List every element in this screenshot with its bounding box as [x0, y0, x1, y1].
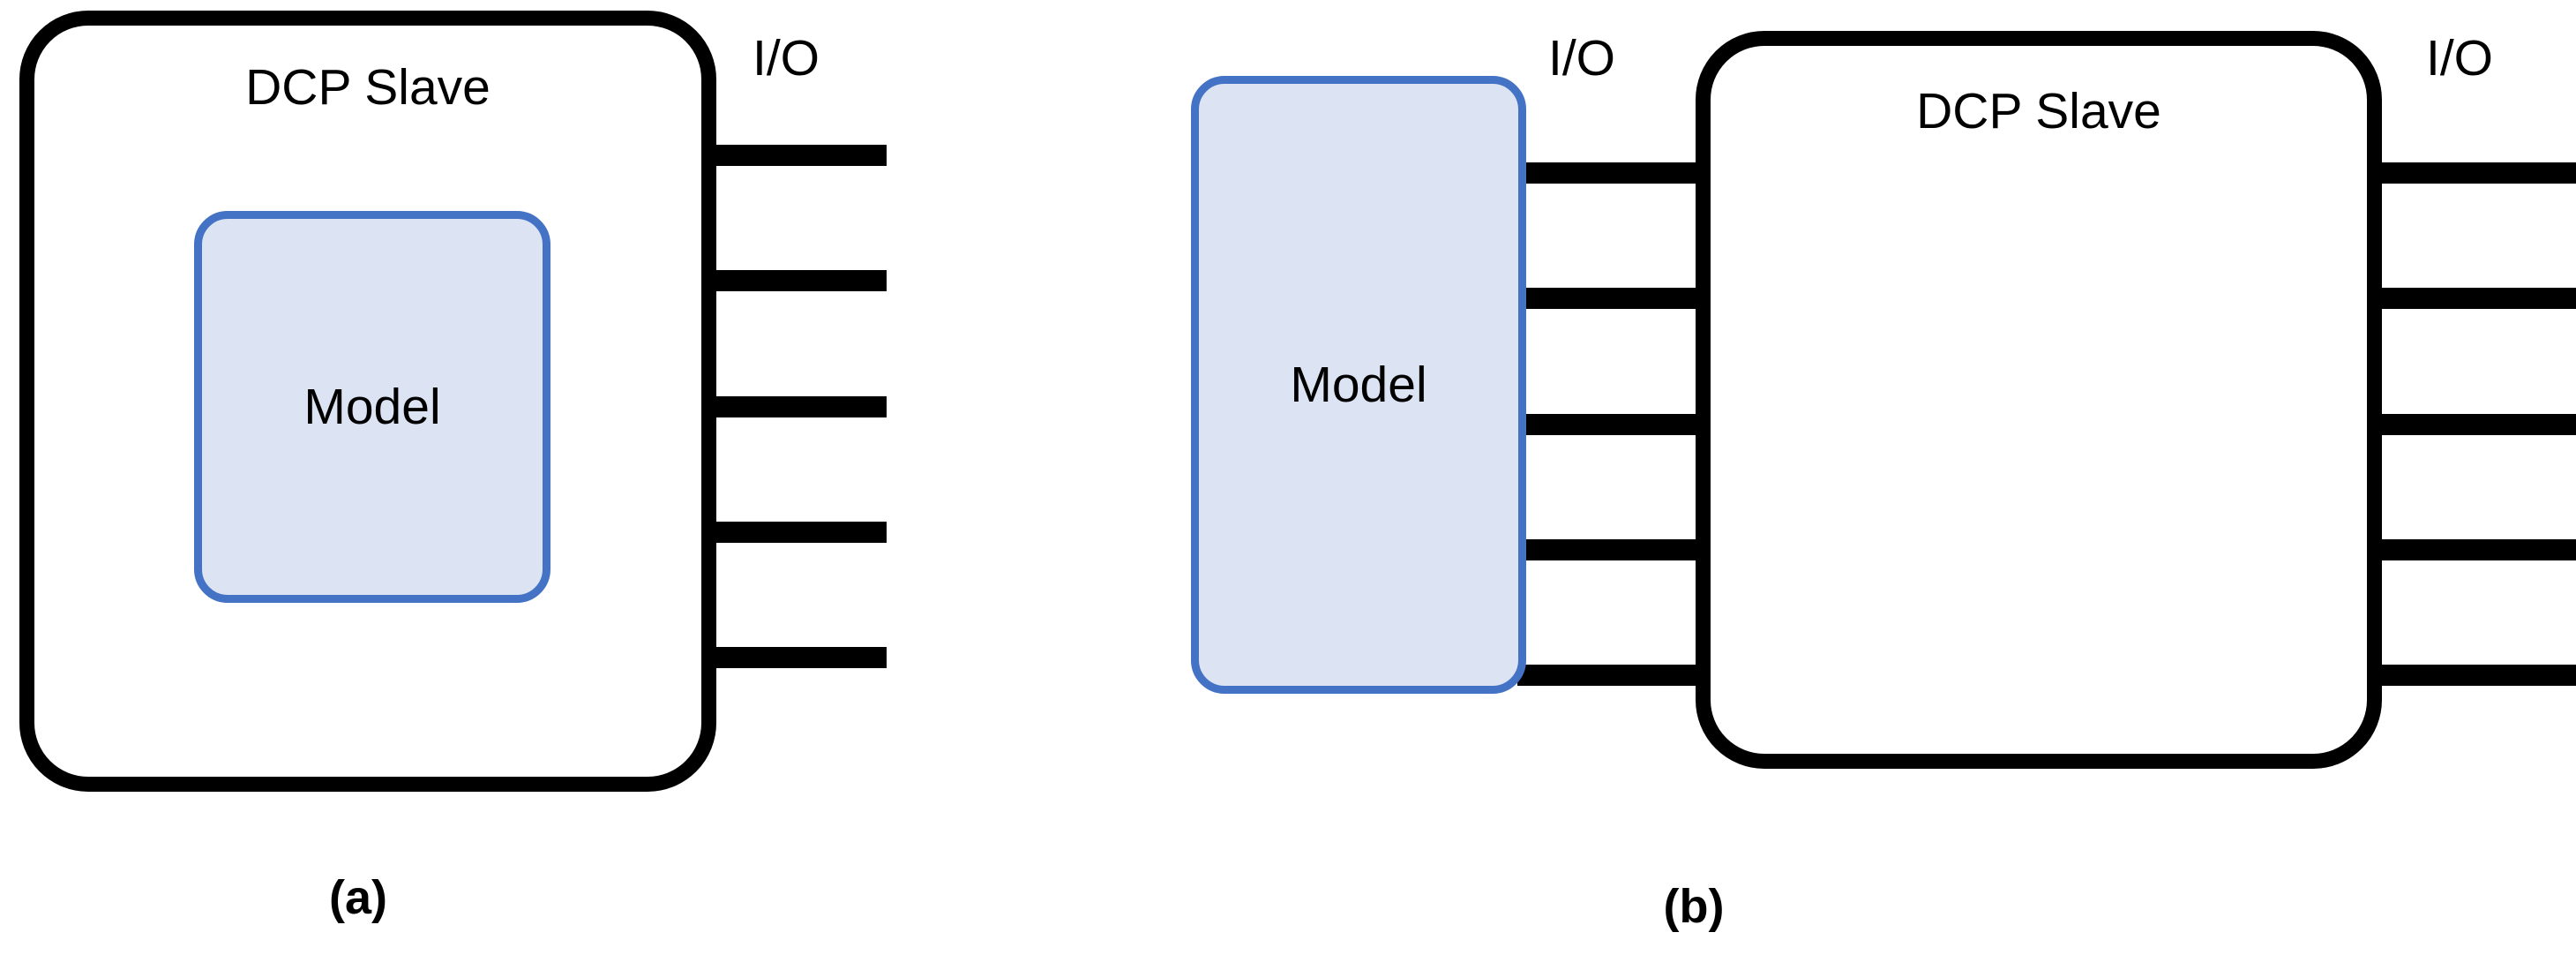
model-box-b[interactable]: Model	[1191, 76, 1526, 694]
model-label-a: Model	[303, 378, 441, 435]
io-line-b-right-5	[2364, 665, 2576, 686]
io-line-b-right-3	[2364, 414, 2576, 435]
io-label-b-right: I/O	[2426, 30, 2494, 86]
io-label-a-right: I/O	[753, 30, 820, 86]
io-line-a-3	[697, 396, 887, 417]
io-line-b-left-1	[1517, 162, 1716, 184]
dcp-slave-box-a[interactable]: DCP Slave	[19, 11, 716, 792]
panel-b: DCP Slave Model I/O I/O (b)	[1023, 0, 2576, 955]
io-line-b-left-2	[1517, 288, 1716, 309]
io-line-a-5	[697, 647, 887, 668]
io-line-a-1	[697, 145, 887, 166]
io-line-b-left-5	[1517, 665, 1716, 686]
panel-a: DCP Slave Model I/O (a)	[0, 0, 1023, 955]
io-line-b-left-4	[1517, 539, 1716, 560]
io-line-b-left-3	[1517, 414, 1716, 435]
io-line-a-2	[697, 270, 887, 291]
io-label-b-left: I/O	[1548, 30, 1616, 86]
io-line-b-right-2	[2364, 288, 2576, 309]
dcp-slave-label-b: DCP Slave	[1916, 83, 2161, 139]
io-line-b-right-1	[2364, 162, 2576, 184]
dcp-slave-box-b[interactable]: DCP Slave	[1696, 31, 2382, 769]
io-line-a-4	[697, 522, 887, 543]
model-box-a[interactable]: Model	[194, 211, 550, 603]
panel-caption-b: (b)	[1663, 880, 1725, 933]
dcp-slave-label-a: DCP Slave	[245, 59, 490, 116]
panel-caption-a: (a)	[329, 871, 387, 924]
model-label-b: Model	[1290, 356, 1427, 413]
io-line-b-right-4	[2364, 539, 2576, 560]
